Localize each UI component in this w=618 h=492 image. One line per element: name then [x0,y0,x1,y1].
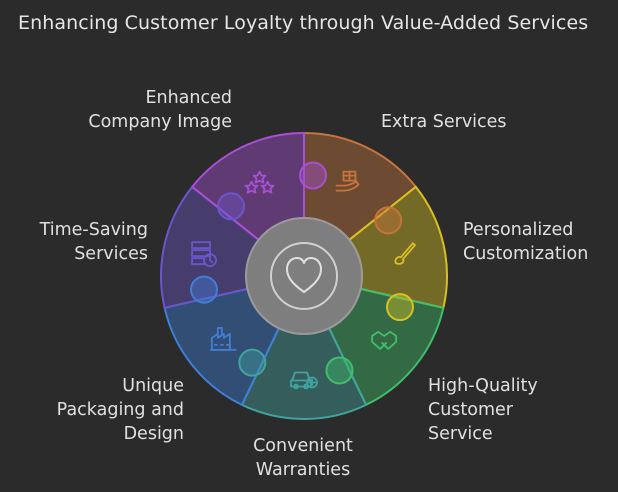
puzzle-knob [238,348,267,377]
label-line: Time-Saving [39,220,148,240]
puzzle-knob [325,356,354,385]
heart-icon [286,257,322,293]
label-line: Extra Services [381,112,507,132]
stars-icon [244,170,275,194]
label-line: Company Image [88,112,232,132]
label-line: Personalized [463,220,574,240]
center-hub [245,217,363,335]
label-line: Services [74,244,148,264]
label-line: High-Quality [428,376,538,396]
factory-icon [209,327,237,351]
puzzle-knob [299,161,327,190]
puzzle-knob [385,293,414,322]
server-clock-icon [191,241,217,268]
gift-hand-icon [335,170,360,192]
handshake-icon [371,331,398,350]
paintbrush-icon [394,242,416,265]
label-line: Packaging and [56,400,184,420]
label-line: Convenient [253,436,353,456]
puzzle-knob [190,275,219,304]
label-line: Customer [428,400,514,420]
car-plus-icon [290,371,318,390]
puzzle-knob [374,206,403,235]
puzzle-knob [217,192,246,221]
label-line: Design [123,424,184,444]
diagram-title: Enhancing Customer Loyalty through Value… [18,12,589,34]
label-line: Unique [122,376,184,396]
label-line: Customization [463,244,589,264]
label-line: Service [428,424,493,444]
label-line: Enhanced [145,88,232,108]
label-line: Warranties [255,460,351,480]
label-extra-services: Extra Services [381,110,507,134]
